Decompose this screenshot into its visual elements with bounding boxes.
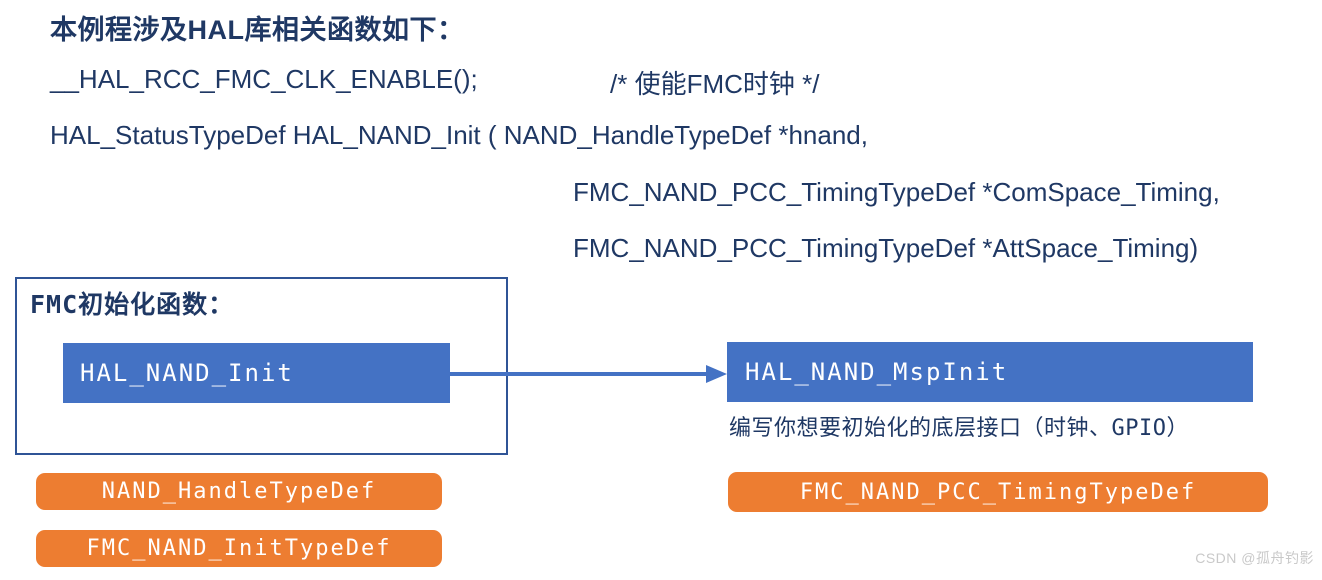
code-init-param2: FMC_NAND_PCC_TimingTypeDef *ComSpace_Tim… <box>573 177 1220 207</box>
intro-line: 本例程涉及HAL库相关函数如下： <box>50 15 465 45</box>
fmc-box-label: FMC初始化函数： <box>30 290 235 319</box>
mspinit-caption: 编写你想要初始化的底层接口（时钟、GPIO） <box>729 416 1189 441</box>
struct-tag-fmc-nand-pcc-timingtypedef: FMC_NAND_PCC_TimingTypeDef <box>728 472 1268 512</box>
hal-nand-mspinit-label: HAL_NAND_MspInit <box>745 358 1009 386</box>
flow-arrow-icon <box>450 365 727 383</box>
struct-tag-label: FMC_NAND_PCC_TimingTypeDef <box>799 479 1197 505</box>
hal-nand-mspinit-block: HAL_NAND_MspInit <box>727 342 1253 402</box>
struct-tag-label: NAND_HandleTypeDef <box>101 479 377 504</box>
csdn-watermark: CSDN @孤舟钓影 <box>1195 550 1314 566</box>
code-enable-call: __HAL_RCC_FMC_CLK_ENABLE(); <box>50 64 478 94</box>
code-init-param3: FMC_NAND_PCC_TimingTypeDef *AttSpace_Tim… <box>573 233 1199 263</box>
code-init-signature: HAL_StatusTypeDef HAL_NAND_Init ( NAND_H… <box>50 120 868 150</box>
struct-tag-label: FMC_NAND_InitTypeDef <box>86 536 392 561</box>
fmc-init-function-box <box>15 277 508 455</box>
struct-tag-nand-handletypedef: NAND_HandleTypeDef <box>36 473 442 510</box>
hal-nand-init-block: HAL_NAND_Init <box>63 343 450 403</box>
code-enable-comment: /* 使能FMC时钟 */ <box>610 69 820 99</box>
struct-tag-fmc-nand-inittypedef: FMC_NAND_InitTypeDef <box>36 530 442 567</box>
hal-nand-init-label: HAL_NAND_Init <box>80 359 294 387</box>
